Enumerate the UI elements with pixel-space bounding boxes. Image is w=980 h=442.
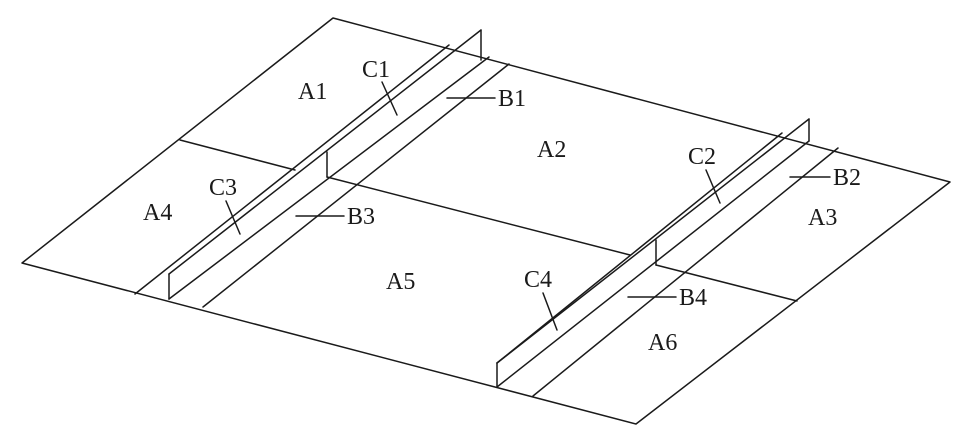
leader-c1 [381, 81, 398, 116]
label-a6: A6 [648, 330, 677, 356]
plate-outline [21, 17, 951, 425]
right-web-top-line [496, 118, 810, 364]
label-a5: A5 [386, 269, 415, 295]
leader-c4 [542, 292, 558, 331]
label-c2: C2 [688, 144, 716, 170]
label-a2: A2 [537, 137, 566, 163]
label-a1: A1 [298, 79, 327, 105]
seam-a3-a6 [655, 264, 798, 302]
label-b1: B1 [498, 86, 526, 112]
seam-a2-a5 [326, 176, 631, 256]
label-c1: C1 [362, 57, 390, 83]
leader-c3 [225, 200, 241, 235]
label-c4: C4 [524, 267, 552, 293]
label-b3: B3 [347, 204, 375, 230]
label-c3: C3 [209, 175, 237, 201]
label-b4: B4 [679, 285, 707, 311]
leader-c2 [705, 169, 721, 204]
right-stiffener-line-1 [496, 132, 783, 364]
label-a3: A3 [808, 205, 837, 231]
right-stiffener-line-2 [496, 140, 810, 388]
left-stiffener-line-3 [202, 63, 510, 308]
label-b2: B2 [833, 165, 861, 191]
left-web-top-line [168, 29, 482, 275]
label-a4: A4 [143, 200, 172, 226]
seam-a1-a4 [179, 139, 296, 171]
